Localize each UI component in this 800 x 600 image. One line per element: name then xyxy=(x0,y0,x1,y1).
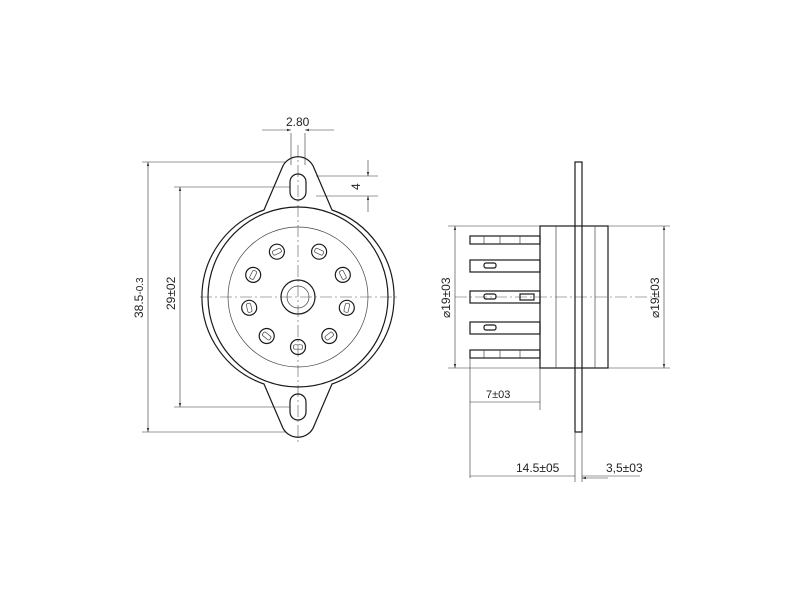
flange-plate xyxy=(574,161,583,433)
front-dimensions: 2.80 4 38.5-0.3 29±02 xyxy=(132,115,378,433)
dim-body-length: 14.5±05 xyxy=(516,461,560,475)
body-outer-circle xyxy=(207,206,389,388)
front-view xyxy=(200,145,400,445)
pin-contact xyxy=(289,338,307,356)
pin-contact xyxy=(258,327,275,345)
pin-contacts-side xyxy=(469,235,541,359)
dim-pin-length: 7±03 xyxy=(486,389,510,401)
flange-outline xyxy=(201,156,395,438)
pin-contact xyxy=(311,243,328,260)
pin-contact xyxy=(334,266,351,283)
center-hole-inner xyxy=(286,285,310,309)
dim-hole-spacing: 29±02 xyxy=(164,276,178,310)
dim-slot-offset: 4 xyxy=(349,183,363,190)
side-view xyxy=(455,161,660,433)
side-dimensions: ⌀19±03 ⌀19±03 7±03 14.5±05 3,5±03 xyxy=(439,225,670,482)
body-inner-circle xyxy=(227,226,369,368)
dim-diameter-left: ⌀19±03 xyxy=(439,277,453,318)
dim-diameter-right: ⌀19±03 xyxy=(648,277,662,318)
pin-contact xyxy=(268,243,285,260)
dim-flange-thickness: 3,5±03 xyxy=(606,461,643,475)
pin-contacts xyxy=(241,243,355,356)
dim-slot-width: 2.80 xyxy=(286,115,310,129)
dim-overall-height: 38.5-0.3 xyxy=(132,277,146,318)
center-hole-outer xyxy=(280,279,316,315)
pin-contact xyxy=(241,299,258,316)
pin-contact xyxy=(321,327,338,345)
pin-contact xyxy=(338,299,355,316)
pin-contact xyxy=(245,266,262,283)
